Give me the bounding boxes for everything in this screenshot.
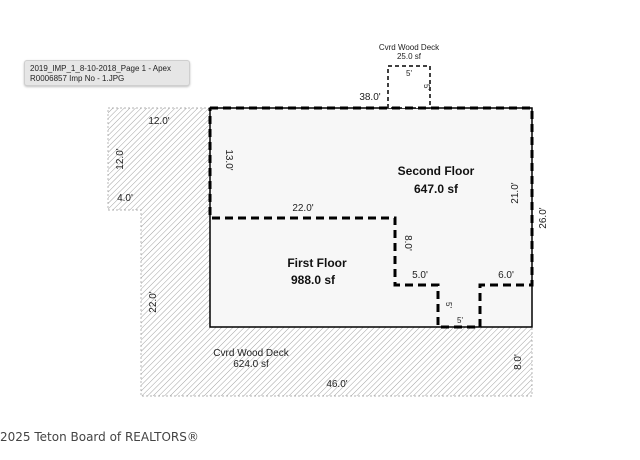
top-deck-area: 25.0 sf	[397, 52, 422, 61]
top-deck-title: Cvrd Wood Deck	[379, 43, 440, 52]
second-floor-outline	[208, 106, 534, 329]
second-floor-name: Second Floor	[398, 164, 475, 178]
dim-13: 13.0'	[223, 149, 234, 170]
tooltip-line-1: 2019_IMP_1_8-10-2018_Page 1 - Apex	[30, 64, 171, 73]
top-deck-dim-top: 5'	[406, 69, 412, 78]
dim-8-inner: 8.0'	[402, 235, 413, 251]
file-name-tooltip: 2019_IMP_1_8-10-2018_Page 1 - Apex R0006…	[24, 60, 190, 86]
second-floor-area: 647.0 sf	[414, 182, 459, 196]
dim-4: 4.0'	[117, 193, 133, 204]
dim-12-vertical: 12.0'	[115, 148, 126, 169]
dim-26: 26.0'	[538, 207, 549, 228]
dim-6: 6.0'	[498, 270, 514, 281]
first-floor-name: First Floor	[287, 256, 347, 270]
bottom-deck-area: 624.0 sf	[233, 359, 269, 370]
dim-12-horizontal: 12.0'	[148, 116, 169, 127]
tooltip-line-2: R0006857 Imp No - 1.JPG	[30, 74, 125, 83]
dim-5-notch-vertical: 5'	[444, 302, 453, 308]
dim-5-inner: 5.0'	[412, 270, 428, 281]
copyright-watermark: 2025 Teton Board of REALTORS®	[0, 430, 199, 444]
bottom-deck-title: Cvrd Wood Deck	[213, 348, 289, 359]
covered-deck-hatched-area	[107, 107, 533, 397]
dim-22-vertical: 22.0'	[148, 291, 159, 312]
dim-38: 38.0'	[359, 92, 380, 103]
dim-8-deck: 8.0'	[513, 354, 524, 370]
dim-46: 46.0'	[326, 379, 347, 390]
dim-22-horizontal: 22.0'	[292, 203, 313, 214]
dim-5-notch-horizontal: 5'	[457, 316, 463, 325]
top-deck-dim-side: 5'	[422, 84, 431, 90]
first-floor-area: 988.0 sf	[291, 273, 336, 287]
dim-21: 21.0'	[510, 182, 521, 203]
top-deck-outline	[387, 65, 431, 109]
